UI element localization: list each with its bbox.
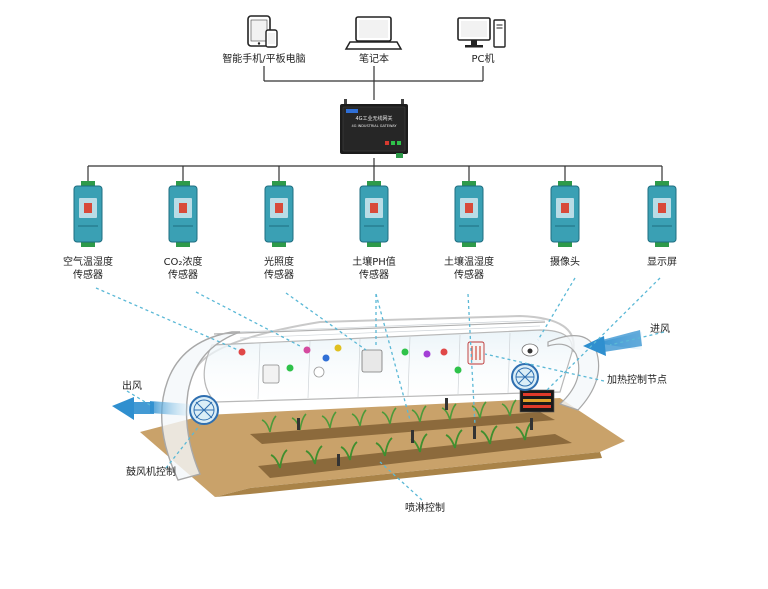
desktop-pc-icon — [457, 17, 506, 48]
label-air-inlet: 进风 — [650, 324, 670, 335]
module-label-air-temp-humidity: 空气温湿度 传感器 — [48, 256, 128, 282]
fan-left-icon — [189, 395, 219, 425]
module-label-line1: 显示屏 — [647, 257, 677, 268]
gateway-label-line2: 4G INDUSTRIAL GATEWAY — [351, 124, 397, 128]
module-co2 — [168, 181, 198, 247]
module-label-illuminance: 光照度 传感器 — [239, 256, 319, 282]
led-display — [519, 389, 555, 413]
fan-right-icon — [511, 363, 539, 391]
device-label-pc: PC机 — [471, 54, 495, 65]
sensor-leader-lines — [95, 277, 665, 501]
greenhouse-illustration — [112, 314, 642, 497]
smartphone-tablet-icon — [247, 15, 278, 48]
sensor-bus-lines — [87, 158, 663, 181]
module-label-co2: CO₂浓度 传感器 — [143, 256, 223, 282]
module-label-soil-temp-humidity: 土壤温湿度 传感器 — [429, 256, 509, 282]
label-air-outlet: 出风 — [122, 381, 142, 392]
module-label-line2: 传感器 — [359, 270, 389, 281]
module-soil-ph — [359, 181, 389, 247]
module-camera — [550, 181, 580, 247]
airflow-out-arrow — [112, 397, 190, 420]
device-connector-lines — [263, 66, 484, 100]
airflow-in-arrow — [583, 330, 642, 356]
module-air-temp-humidity — [73, 181, 103, 247]
module-label-camera: 摄像头 — [525, 256, 605, 269]
soil-probes — [297, 398, 533, 466]
gateway-label: 4G工业无线网关 4G INDUSTRIAL GATEWAY — [342, 116, 406, 130]
plants-front — [270, 421, 533, 469]
module-label-display: 显示屏 — [622, 256, 702, 269]
module-label-line1: CO₂浓度 — [163, 257, 203, 268]
laptop-icon — [344, 16, 403, 50]
module-label-line2: 传感器 — [168, 270, 198, 281]
module-label-line1: 土壤温湿度 — [444, 257, 494, 268]
plant-bed-front — [258, 434, 572, 478]
plant-bed-back — [250, 412, 555, 444]
module-label-line2: 传感器 — [454, 270, 484, 281]
module-illuminance — [264, 181, 294, 247]
label-blower-control: 鼓风机控制 — [126, 467, 176, 478]
module-label-line1: 土壤PH值 — [352, 257, 396, 268]
module-soil-temp-humidity — [454, 181, 484, 247]
module-label-soil-ph: 土壤PH值 传感器 — [334, 256, 414, 282]
device-label-smartphone: 智能手机/平板电脑 — [222, 54, 306, 65]
camera-icon — [521, 343, 539, 357]
ceiling-sensor-dots — [238, 344, 462, 374]
module-label-line1: 摄像头 — [550, 257, 580, 268]
air-sensor-box — [262, 364, 280, 384]
module-label-line2: 传感器 — [264, 270, 294, 281]
light-sensor-dome — [313, 366, 325, 378]
plants-back — [261, 399, 517, 433]
label-heater-node: 加热控制节点 — [607, 375, 667, 386]
greenhouse-back-arch — [547, 335, 600, 411]
device-label-laptop: 笔记本 — [359, 54, 389, 65]
ph-sensor-box — [361, 349, 383, 373]
label-sprinkler-control: 喷淋控制 — [405, 503, 445, 514]
module-label-line1: 空气温湿度 — [63, 257, 113, 268]
gateway-label-line1: 4G工业无线网关 — [355, 116, 393, 122]
module-label-line2: 传感器 — [73, 270, 103, 281]
module-label-line1: 光照度 — [264, 257, 294, 268]
gateway-device — [340, 99, 408, 158]
module-display — [647, 181, 677, 247]
